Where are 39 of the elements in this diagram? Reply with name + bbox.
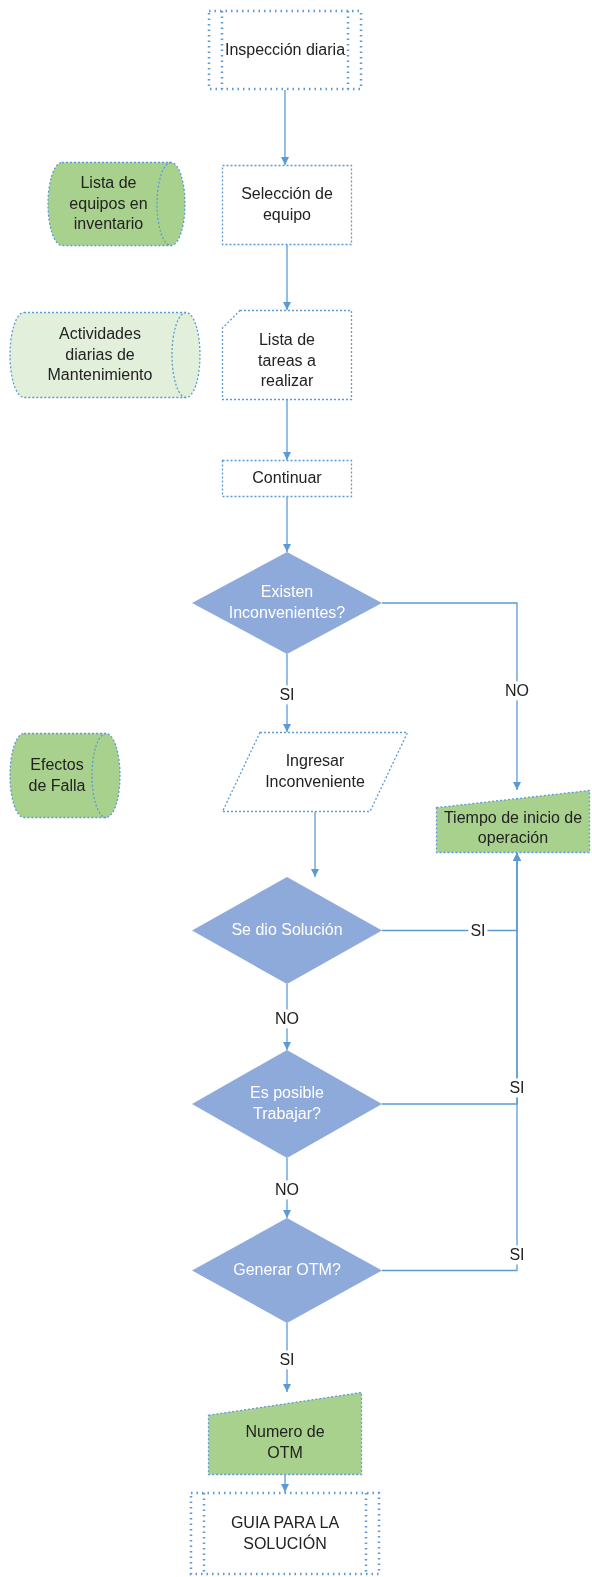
data-store-cylinder	[48, 162, 185, 246]
arrow	[283, 399, 291, 461]
arrow	[283, 496, 291, 553]
arrow	[381, 602, 521, 791]
node-text: Efectos de Falla	[27, 754, 87, 796]
input-parallelogram	[222, 732, 408, 812]
arrow	[381, 852, 521, 1272]
decision-diamond	[192, 877, 382, 984]
node-text: Lista de tareas a realizar	[257, 329, 317, 392]
process-box	[222, 165, 352, 245]
node-text: Actividades diarias de Mantenimiento	[46, 323, 154, 386]
node-text: Inspección diaria	[224, 39, 346, 60]
node-text: Selección de equipo	[240, 184, 334, 225]
node-text: Generar OTM?	[233, 1260, 341, 1281]
process-box	[222, 460, 352, 497]
data-store-cylinder	[10, 312, 200, 398]
edge-label: NO	[503, 680, 531, 701]
manual-input-shape	[208, 1392, 362, 1475]
data-store-cylinder	[10, 733, 120, 818]
node-text: Lista de equipos en inventario	[68, 172, 149, 235]
arrow	[283, 244, 291, 311]
decision-diamond	[192, 1218, 382, 1323]
edge-label: NO	[273, 1009, 301, 1029]
node-text: Tiempo de inicio de operación	[442, 807, 584, 849]
manual-input-shape	[436, 790, 590, 853]
node-text: Continuar	[252, 468, 322, 489]
decision-diamond	[192, 1050, 382, 1158]
arrow	[281, 89, 289, 166]
node-text: Existen Inconvenientes?	[227, 582, 347, 623]
node-text: Ingresar Inconveniente	[264, 751, 366, 792]
node-text: GUIA PARA LA SOLUCIÓN	[229, 1512, 341, 1554]
node-text: Es posible Trabajar?	[249, 1083, 325, 1124]
arrow	[281, 1474, 289, 1493]
arrow	[311, 811, 319, 878]
node-text: Se dio Solución	[231, 920, 343, 941]
decision-diamond	[192, 552, 382, 654]
node-text: Numero de OTM	[244, 1422, 326, 1463]
card-shape	[222, 310, 352, 400]
edge-label: NO	[273, 1180, 301, 1200]
